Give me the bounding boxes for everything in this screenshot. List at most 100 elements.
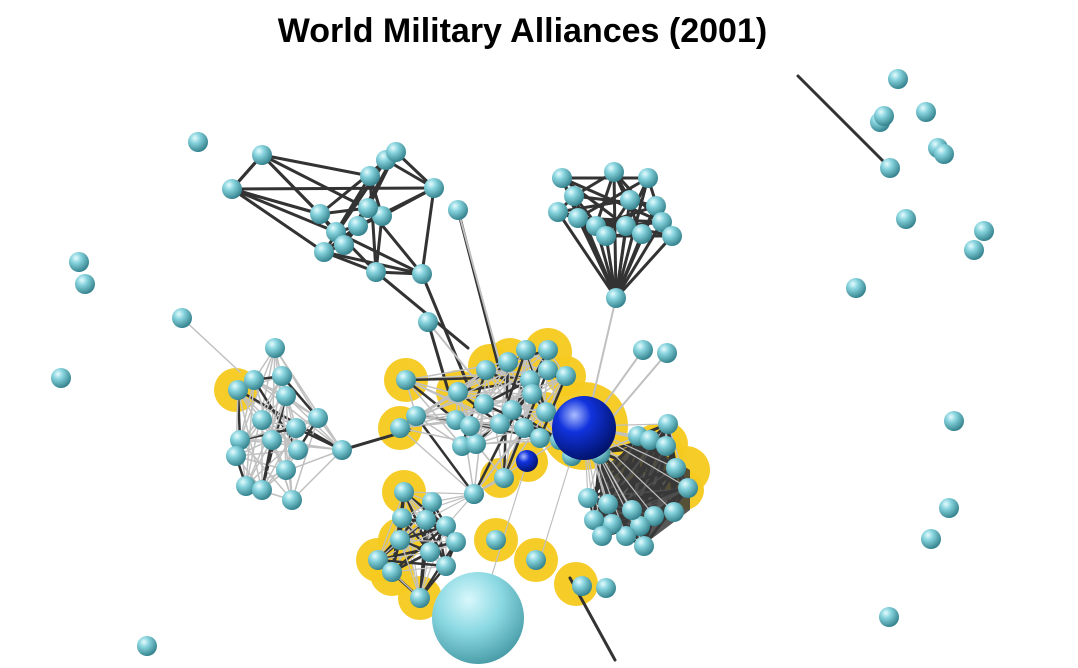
country-node: [332, 440, 352, 460]
country-node: [644, 506, 664, 526]
country-node: [360, 166, 380, 186]
country-node: [382, 562, 402, 582]
alliance-edge: [399, 539, 421, 599]
alliance-edge: [260, 153, 322, 216]
country-node: [522, 384, 542, 404]
country-node: [646, 196, 666, 216]
country-node: [446, 532, 466, 552]
country-node: [416, 510, 436, 530]
country-node: [640, 430, 660, 450]
country-node: [476, 360, 496, 380]
country-node: [879, 607, 899, 627]
country-node: [596, 578, 616, 598]
country-node: [632, 224, 652, 244]
country-node: [394, 482, 414, 502]
country-node: [358, 198, 378, 218]
alliance-edge: [377, 525, 447, 561]
alliance-edge: [253, 379, 343, 451]
alliance-edge: [239, 379, 255, 441]
country-node: [568, 208, 588, 228]
country-node: [596, 226, 616, 246]
country-node: [406, 406, 426, 426]
country-node: [436, 556, 456, 576]
alliance-edge: [401, 517, 421, 599]
alliance-edge: [539, 455, 573, 561]
alliance-edge: [503, 411, 547, 479]
country-node: [262, 430, 282, 450]
alliance-edge: [291, 449, 343, 501]
country-node: [137, 636, 157, 656]
country-node: [678, 478, 698, 498]
country-node: [252, 480, 272, 500]
alliance-edge: [376, 540, 458, 562]
country-node: [638, 168, 658, 188]
country-node: [538, 360, 558, 380]
country-node: [448, 382, 468, 402]
country-node: [420, 542, 440, 562]
country-node: [514, 418, 534, 438]
country-node: [552, 168, 572, 188]
alliance-edge: [291, 417, 319, 501]
hub-node-small: [516, 450, 538, 472]
country-node: [572, 576, 592, 596]
alliance-edge: [374, 270, 470, 350]
country-node: [288, 440, 308, 460]
alliance-edge: [377, 491, 405, 561]
country-node: [657, 343, 677, 363]
alliance-edge: [274, 347, 343, 451]
country-node: [592, 526, 612, 546]
country-node: [265, 338, 285, 358]
alliance-edge: [181, 317, 241, 373]
country-node: [944, 411, 964, 431]
country-node: [366, 262, 386, 282]
country-node: [664, 502, 684, 522]
alliance-edge: [390, 524, 448, 574]
country-node: [616, 526, 636, 546]
country-node: [474, 394, 494, 414]
large-country-node: [432, 572, 524, 664]
alliance-edge: [391, 519, 427, 573]
country-node: [874, 106, 894, 126]
country-node: [584, 510, 604, 530]
alliance-edge: [473, 439, 561, 495]
alliance-edge: [230, 187, 326, 254]
country-node: [436, 516, 456, 536]
alliance-edge: [368, 174, 378, 274]
alliance-edge: [614, 234, 674, 300]
alliance-edge: [414, 414, 476, 496]
country-node: [538, 340, 558, 360]
country-node: [921, 529, 941, 549]
country-node: [412, 264, 432, 284]
alliance-edge: [614, 224, 628, 300]
country-node: [69, 252, 89, 272]
country-node: [578, 488, 598, 508]
alliance-edge: [614, 176, 650, 300]
country-node: [630, 516, 650, 536]
alliance-edge: [456, 378, 532, 394]
alliance-edge: [614, 232, 644, 300]
country-node: [390, 530, 410, 550]
country-node: [548, 202, 568, 222]
country-node: [188, 132, 208, 152]
country-node: [51, 368, 71, 388]
country-node: [272, 366, 292, 386]
country-node: [222, 179, 242, 199]
alliance-edge: [419, 525, 447, 599]
country-node: [236, 476, 256, 496]
alliance-edge: [420, 186, 436, 276]
alliance-edge: [239, 417, 319, 441]
country-node: [422, 492, 442, 512]
country-node: [494, 468, 514, 488]
alliance-edge: [473, 427, 525, 495]
alliance-edge: [604, 234, 618, 300]
alliance-edge: [271, 439, 343, 451]
country-node: [536, 402, 556, 422]
country-node: [634, 536, 654, 556]
country-node: [418, 312, 438, 332]
country-node: [530, 428, 550, 448]
country-node: [916, 102, 936, 122]
country-node: [448, 200, 468, 220]
country-node: [226, 446, 246, 466]
country-node: [606, 288, 626, 308]
